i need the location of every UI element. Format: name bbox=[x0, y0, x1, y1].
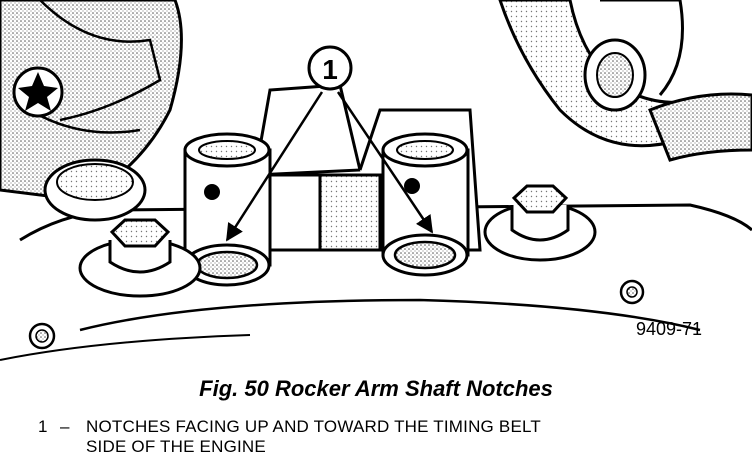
legend-number: 1 bbox=[38, 417, 48, 436]
bolt-left bbox=[78, 218, 202, 298]
engine-diagram: 1 9409-71 bbox=[0, 0, 752, 361]
bolt-right bbox=[483, 184, 597, 262]
legend-text-line1: NOTCHES FACING UP AND TOWARD THE TIMING … bbox=[86, 417, 541, 436]
rocker-shaft-right bbox=[381, 132, 470, 277]
part-code: 9409-71 bbox=[636, 319, 702, 339]
legend-dash: – bbox=[60, 417, 70, 436]
rocker-shaft-left bbox=[183, 132, 272, 287]
legend: 1–NOTCHES FACING UP AND TOWARD THE TIMIN… bbox=[38, 417, 738, 457]
upper-right-component bbox=[498, 0, 752, 162]
leader-arrow-left bbox=[225, 91, 324, 242]
callout-1: 1 bbox=[225, 45, 434, 242]
legend-text-line2: SIDE OF THE ENGINE bbox=[86, 437, 266, 456]
figure-caption: Fig. 50 Rocker Arm Shaft Notches bbox=[199, 376, 553, 401]
bolt-holes bbox=[28, 279, 645, 350]
upper-left-component bbox=[0, 0, 183, 222]
star-logo-icon bbox=[18, 72, 58, 111]
callout-number: 1 bbox=[322, 54, 338, 85]
leader-arrow-right bbox=[336, 91, 434, 234]
